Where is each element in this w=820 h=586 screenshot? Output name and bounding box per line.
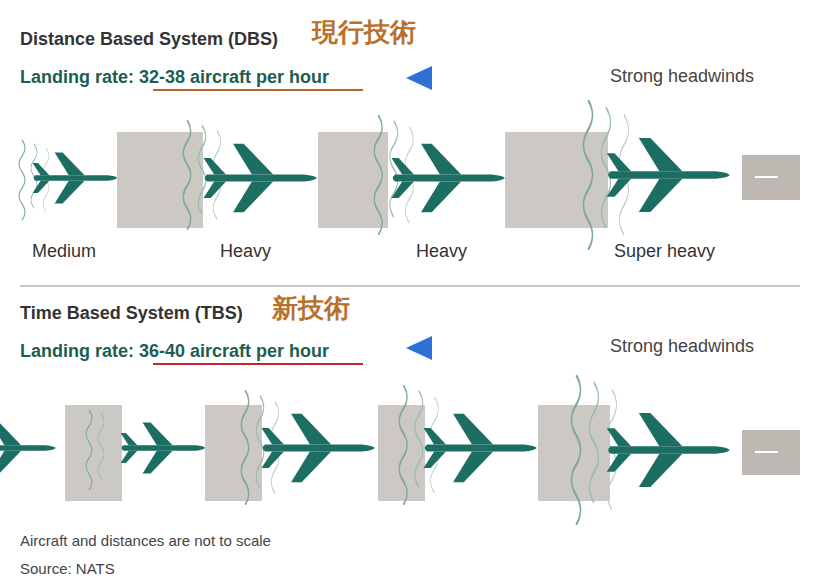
wind-arrow bbox=[430, 76, 595, 81]
wind-label: Strong headwinds bbox=[610, 337, 754, 357]
aircraft bbox=[0, 421, 56, 475]
chinese-tag: 新技術 bbox=[272, 294, 350, 323]
section-title: Distance Based System (DBS) bbox=[20, 30, 278, 50]
aircraft bbox=[204, 144, 317, 212]
arrow-head bbox=[406, 336, 432, 360]
separation-box bbox=[742, 430, 800, 475]
section-title: Time Based System (TBS) bbox=[20, 304, 243, 324]
separation-box bbox=[318, 132, 388, 228]
landing-rate: Landing rate: 32-38 aircraft per hour bbox=[20, 68, 329, 88]
wind-label: Strong headwinds bbox=[610, 67, 754, 87]
aircraft-class: Heavy bbox=[220, 242, 271, 262]
footnote: Aircraft and distances are not to scale bbox=[20, 533, 271, 550]
source-note: Source: NATS bbox=[20, 561, 115, 578]
separator bbox=[20, 285, 800, 287]
separation-box bbox=[538, 405, 610, 501]
aircraft bbox=[607, 138, 730, 212]
aircraft bbox=[121, 422, 205, 473]
chinese-tag: 現行技術 bbox=[312, 18, 416, 47]
aircraft bbox=[607, 413, 730, 487]
arrow-head bbox=[406, 66, 432, 90]
separation-box bbox=[65, 405, 122, 501]
aircraft bbox=[33, 152, 117, 203]
separation-box bbox=[205, 405, 262, 501]
aircraft-class: Super heavy bbox=[614, 242, 715, 262]
underline bbox=[153, 89, 363, 91]
aircraft-class: Medium bbox=[32, 242, 96, 262]
aircraft bbox=[424, 414, 537, 482]
aircraft-class: Heavy bbox=[416, 242, 467, 262]
landing-rate: Landing rate: 36-40 aircraft per hour bbox=[20, 342, 329, 362]
aircraft bbox=[262, 414, 375, 482]
separation-box bbox=[742, 155, 800, 200]
aircraft bbox=[392, 144, 505, 212]
underline bbox=[153, 363, 363, 365]
wind-arrow bbox=[430, 346, 595, 351]
